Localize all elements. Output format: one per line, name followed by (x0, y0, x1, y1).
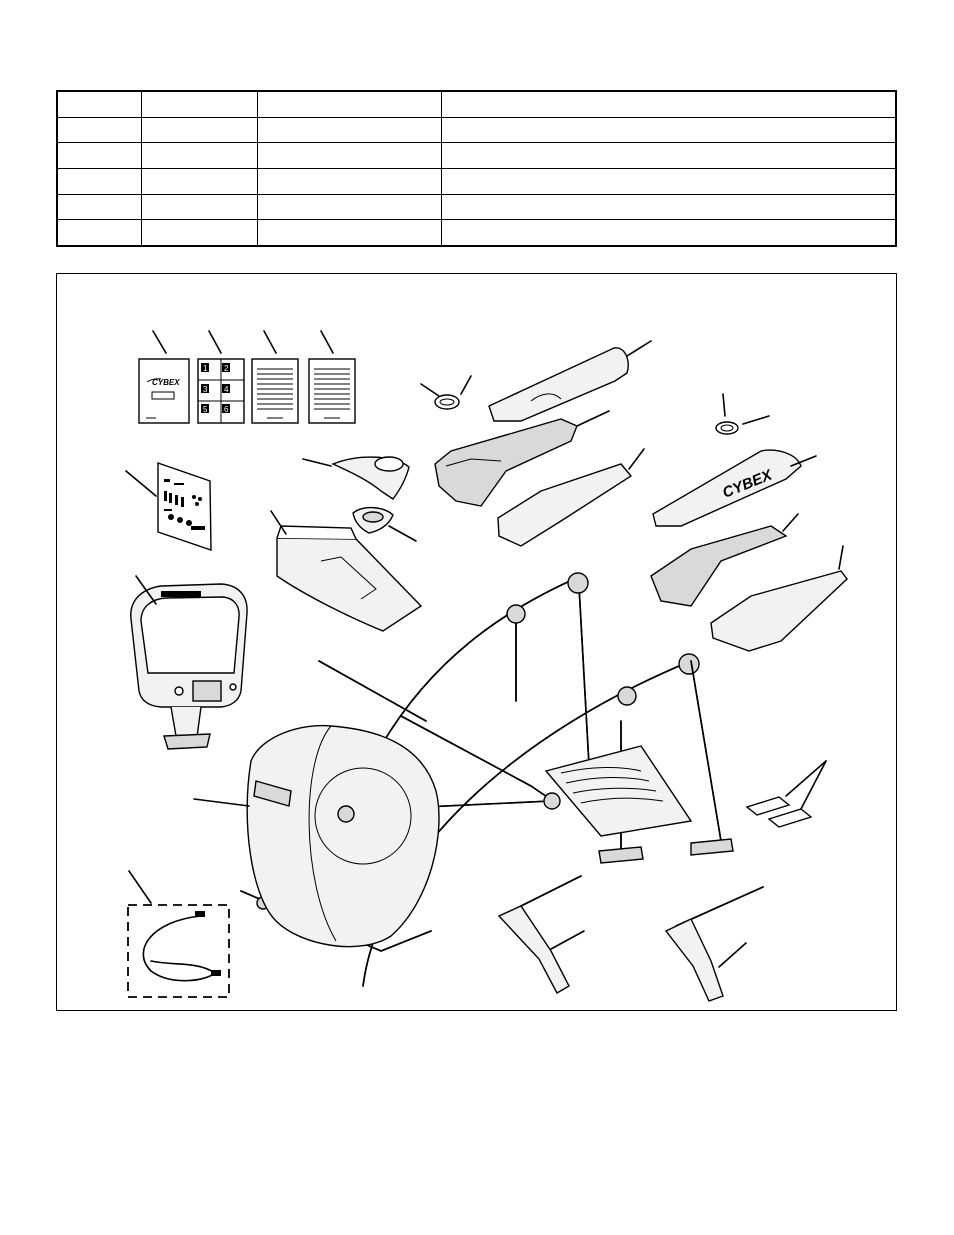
table-cell (256, 142, 442, 169)
owners-manual: CYBEX (138, 358, 190, 424)
table-cell (256, 167, 442, 195)
instruction-sheet-2 (308, 358, 356, 424)
page-number: 5 (203, 405, 208, 414)
upper-arm-cover-left (488, 347, 629, 422)
manual-logo-text: CYBEX (152, 378, 180, 387)
arm-shroud-right-inner (650, 525, 788, 607)
table-row (56, 193, 897, 221)
page-number: 4 (224, 385, 229, 394)
cup-holder (331, 456, 410, 500)
assembly-sheet: 1 2 3 4 5 6 (197, 358, 245, 424)
table-cell (140, 193, 258, 221)
power-cord (127, 904, 230, 998)
table-cell (140, 167, 258, 195)
table-cell (140, 219, 258, 247)
table-cell (56, 167, 142, 195)
table-row (56, 142, 897, 169)
end-cap-pair-right (715, 421, 739, 435)
instruction-sheet-1 (251, 358, 299, 424)
table-cell (56, 219, 142, 247)
parts-table (56, 90, 897, 247)
exploded-view-drawing: CYBEX 1 2 3 4 5 6 (125, 330, 848, 1002)
table-cell (256, 193, 442, 221)
pedal-pad-pair (745, 796, 813, 828)
table-cell (440, 193, 897, 221)
table-cell (440, 219, 897, 247)
arm-shroud-left-lower (497, 463, 633, 547)
hardware-kit-card (157, 462, 212, 551)
table-cell (440, 116, 897, 144)
table-row (56, 90, 897, 118)
page-number: 3 (203, 385, 208, 394)
accessory-tray-clip (352, 506, 394, 534)
table-cell (140, 142, 258, 169)
upper-arm-cover-right: CYBEX (652, 449, 802, 527)
arm-shroud-left-inner (434, 418, 578, 507)
page-number: 1 (203, 364, 208, 373)
arm-shroud-right-lower (710, 570, 848, 652)
handlebar-left (497, 875, 582, 994)
page-number: 2 (224, 364, 229, 373)
table-cell (440, 142, 897, 169)
console-assembly (130, 583, 248, 750)
table-row (56, 219, 897, 247)
handlebar-right (664, 886, 764, 1002)
table-cell (56, 193, 142, 221)
table-cell (56, 116, 142, 144)
table-row (56, 116, 897, 144)
table-cell (440, 90, 897, 118)
main-frame (240, 572, 734, 987)
table-row (56, 167, 897, 195)
table-cell (56, 142, 142, 169)
callout-arrows (125, 330, 844, 968)
table-cell (256, 219, 442, 247)
table-cell (56, 90, 142, 118)
table-cell (256, 90, 442, 118)
table-cell (440, 167, 897, 195)
end-cap-pair-left (434, 394, 460, 410)
table-cell (140, 90, 258, 118)
accessory-tray (276, 525, 423, 632)
flywheel-shroud (246, 724, 440, 948)
exploded-view-figure: CYBEX 1 2 3 4 5 6 (56, 273, 897, 1011)
table-cell (140, 116, 258, 144)
page-number: 6 (224, 405, 229, 414)
table-cell (256, 116, 442, 144)
